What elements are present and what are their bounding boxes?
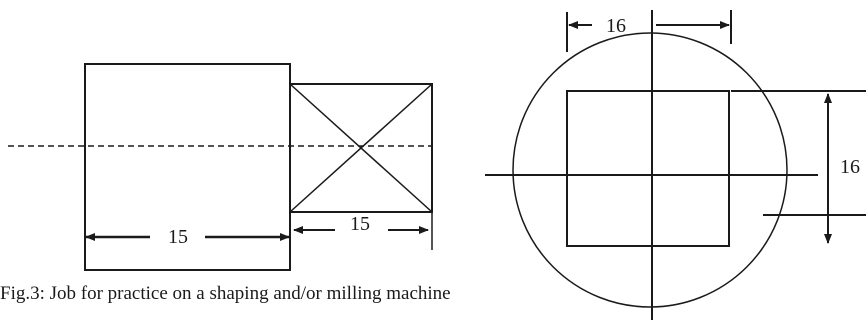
dimension-square-section-length: 15	[293, 213, 429, 235]
dimension-label-square-height: 16	[840, 156, 860, 178]
side-view	[8, 63, 433, 271]
end-view-square	[566, 90, 730, 247]
square-section-diagonal-2	[289, 83, 433, 213]
end-view	[485, 10, 866, 320]
dimension-round-section-length: 15	[85, 226, 290, 248]
square-section-outline	[289, 83, 433, 213]
end-view-circle	[512, 32, 788, 308]
figure-caption: Fig.3: Job for practice on a shaping and…	[0, 283, 451, 304]
dimension-square-width: 16	[568, 15, 730, 37]
dimension-square-height: 16	[824, 93, 860, 244]
dimension-label-square-section: 15	[350, 213, 370, 235]
dimension-label-square-width: 16	[606, 15, 626, 37]
dimension-label-round-section: 15	[168, 226, 188, 248]
